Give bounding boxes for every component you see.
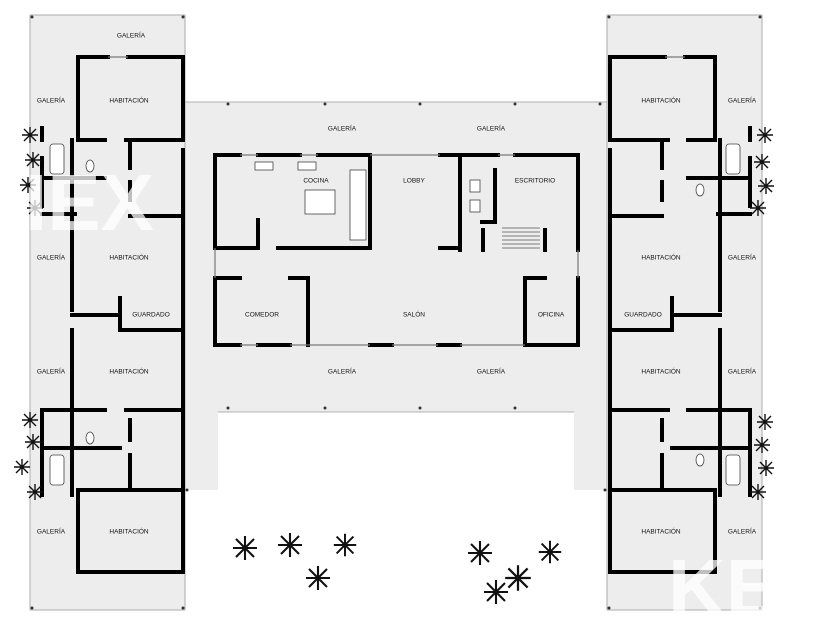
right-wing-floor: [607, 15, 762, 610]
label-salon: SALÓN: [403, 310, 425, 319]
plant-icon: [22, 127, 38, 143]
label-galeria-left-4: GALERÍA: [37, 527, 66, 536]
label-habitacion-right-3: HABITACIÓN: [641, 367, 681, 376]
label-guardado-left: GUARDADO: [132, 312, 170, 319]
plant-icon: [27, 200, 43, 216]
plant-icon: [750, 200, 766, 216]
label-galeria-right-1: GALERÍA: [728, 96, 757, 105]
label-cocina: COCINA: [303, 178, 329, 185]
label-galeria-top-left: GALERÍA: [117, 31, 146, 40]
label-galeria-left-2: GALERÍA: [37, 253, 66, 262]
sink-icon: [297, 161, 317, 171]
plant-icon: [233, 536, 257, 560]
room-labels: GALERÍA GALERÍA HABITACIÓN GALERÍA HABIT…: [37, 31, 757, 536]
toilet-icon: [469, 179, 481, 193]
label-galeria-central-top-2: GALERÍA: [477, 124, 506, 133]
plant-icon: [468, 541, 492, 565]
toilet-icon: [85, 159, 95, 173]
front-right-porch: [574, 412, 607, 490]
left-wing-floor: [30, 15, 185, 610]
plant-icon: [757, 127, 773, 143]
label-habitacion-left-2: HABITACIÓN: [109, 253, 149, 262]
bathtub-icon: [725, 143, 741, 175]
central-floor: [185, 102, 607, 412]
toilet-icon: [695, 453, 705, 467]
plant-icon: [25, 152, 41, 168]
toilet-icon: [469, 199, 481, 213]
plant-icon: [758, 178, 774, 194]
plants: [14, 127, 774, 604]
label-galeria-left-1: GALERÍA: [37, 96, 66, 105]
plant-icon: [27, 484, 43, 500]
label-escritorio: ESCRITORIO: [515, 178, 555, 185]
plant-icon: [306, 566, 330, 590]
plant-icon: [22, 412, 38, 428]
counter: [349, 169, 367, 241]
label-oficina: OFICINA: [538, 312, 565, 319]
plant-icon: [484, 580, 508, 604]
stair-icon: [502, 227, 540, 249]
watermark-left: IEX: [25, 158, 154, 247]
bathtub-icon: [725, 454, 741, 486]
plant-icon: [278, 533, 302, 557]
kitchen-island-icon: [304, 189, 336, 215]
label-habitacion-right-2: HABITACIÓN: [641, 253, 681, 262]
label-habitacion-right-4: HABITACIÓN: [641, 527, 681, 536]
plant-icon: [25, 434, 41, 450]
label-comedor: COMEDOR: [245, 312, 279, 319]
plant-icon: [14, 459, 30, 475]
front-left-porch: [185, 412, 218, 490]
plant-icon: [538, 540, 562, 564]
label-habitacion-left-3: HABITACIÓN: [109, 367, 149, 376]
columns: [30, 15, 762, 610]
label-galeria-right-4: GALERÍA: [728, 527, 757, 536]
fixtures: [49, 143, 741, 486]
plant-icon: [754, 437, 770, 453]
label-habitacion-left-1: HABITACIÓN: [109, 96, 149, 105]
label-habitacion-left-4: HABITACIÓN: [109, 527, 149, 536]
label-guardado-right: GUARDADO: [624, 312, 662, 319]
plant-icon: [505, 565, 531, 591]
plant-icon: [757, 414, 773, 430]
bathtub-icon: [49, 454, 65, 486]
toilet-icon: [695, 183, 705, 197]
label-galeria-right-3: GALERÍA: [728, 367, 757, 376]
label-galeria-right-2: GALERÍA: [728, 253, 757, 262]
window-lines: [108, 56, 685, 346]
walls: [40, 55, 752, 574]
label-lobby: LOBBY: [403, 178, 425, 185]
plant-icon: [750, 484, 766, 500]
watermark-right: KE: [668, 543, 779, 630]
label-habitacion-right-1: HABITACIÓN: [641, 96, 681, 105]
floor-areas: [30, 15, 762, 610]
toilet-icon: [85, 431, 95, 445]
bathtub-icon: [49, 143, 65, 175]
label-galeria-central-top-1: GALERÍA: [328, 124, 357, 133]
label-galeria-left-3: GALERÍA: [37, 367, 66, 376]
plant-icon: [758, 460, 774, 476]
plant-icon: [754, 154, 770, 170]
label-galeria-central-bottom-2: GALERÍA: [477, 367, 506, 376]
plant-icon: [333, 533, 357, 557]
plant-icon: [20, 177, 36, 193]
label-galeria-central-bottom-1: GALERÍA: [328, 367, 357, 376]
sink-icon: [254, 161, 274, 171]
